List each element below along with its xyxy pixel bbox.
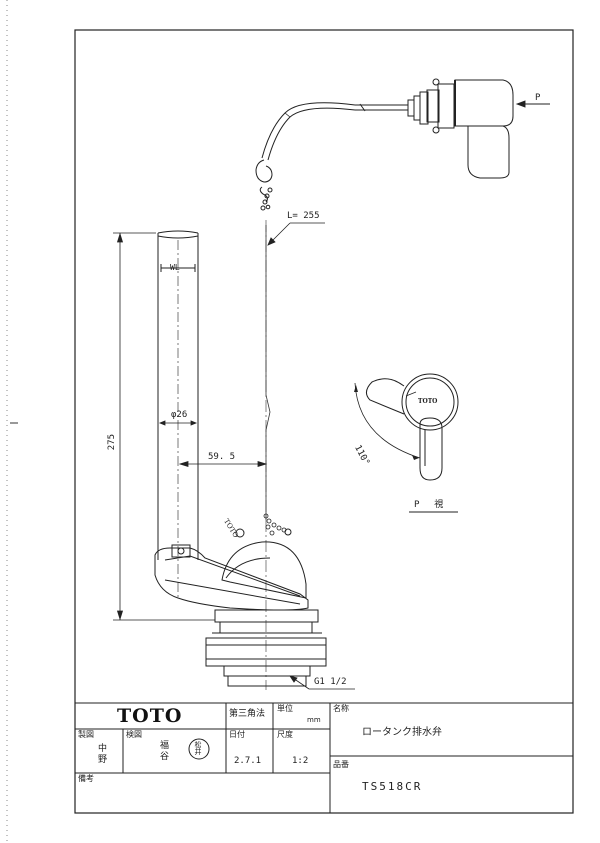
drawing-frame [74,29,574,814]
part-no-label: 品番 [333,760,349,769]
offset-dimension [178,460,268,468]
scale-label: 尺度 [277,730,293,739]
thread-size-label: G1 1/2 [314,677,347,687]
title-block-grid [75,702,573,813]
checked-label: 検図 [126,730,142,739]
unit-label: 単位 [277,704,293,713]
flush-lever-assembly [261,78,514,179]
lever-logo-text: TOTO [418,398,438,405]
valve-body [154,528,327,687]
drafted-by: 中 野 [98,744,108,765]
p-view-angle-arrows [354,385,419,460]
overflow-height-label: 275 [107,434,117,451]
part-no: TS518CR [362,780,423,793]
drafted-label: 製図 [78,730,94,739]
view-arrow-label: P [535,93,541,103]
view-arrow [515,100,550,108]
scale-value: 1:2 [292,756,309,766]
company-logo: TOTO [117,705,183,727]
water-line-label: WL [170,263,180,272]
thread-leader [289,675,355,690]
checked-by: 福 谷 [160,741,170,762]
pipe-diameter-label: φ26 [171,410,188,420]
approval-stamp-circle [188,738,210,760]
flapper-chain [263,513,287,536]
center-offset-label: 59. 5 [208,452,236,462]
view-caption-label: P 視 [414,500,450,510]
date-value: 2.7.1 [234,756,262,766]
chain-length-leader [267,222,325,246]
chain-length-label: L= 255 [287,211,320,221]
diameter-marker [158,420,198,426]
projection-label: 第三角法 [229,709,266,719]
approval-stamp: 松井 [194,741,202,755]
water-line-marker [160,264,196,272]
name-label: 名称 [333,704,349,713]
overflow-pipe [157,230,199,600]
chain-line [265,225,271,520]
hook-and-chain [255,159,273,211]
p-view-lever [354,373,459,481]
remarks-label: 備考 [78,774,94,783]
height-dimension [113,232,215,621]
unit-value: mm [307,716,321,724]
date-label: 日付 [229,730,245,739]
product-name: ロータンク排水弁 [362,727,442,738]
